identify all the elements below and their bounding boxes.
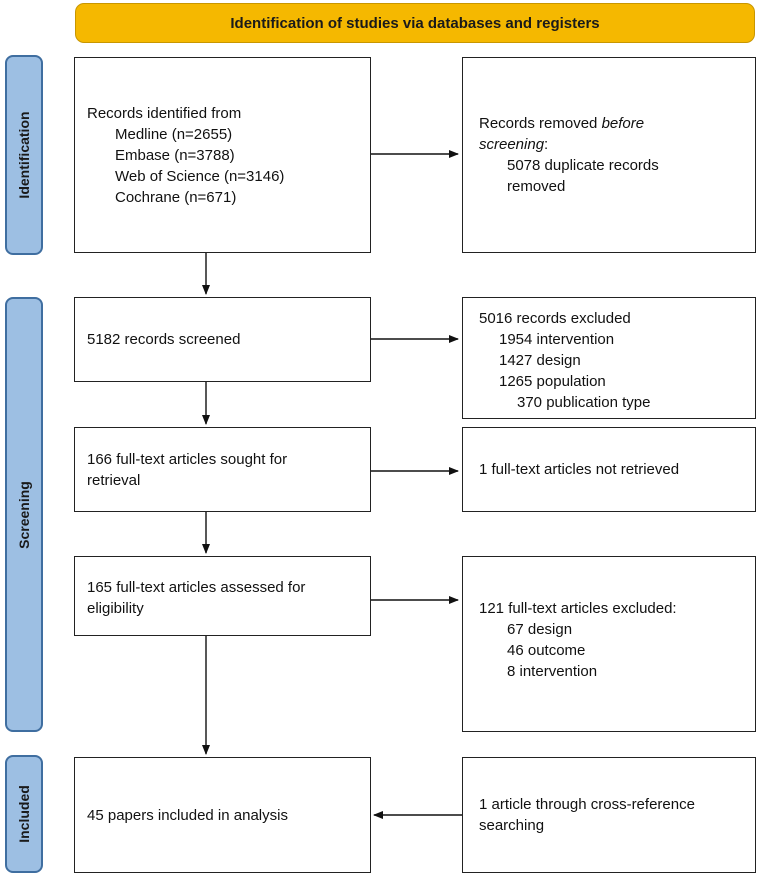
source-medline: Medline (n=2655) xyxy=(115,125,233,143)
records-removed-heading: Records removed before xyxy=(479,113,743,134)
included-analysis-text: 45 papers included in analysis xyxy=(87,806,288,824)
cross-reference-line-2: searching xyxy=(479,817,545,834)
fulltext-excluded-heading: 121 full-text articles excluded: xyxy=(479,600,677,617)
identification-header: Identification of studies via databases … xyxy=(75,3,755,43)
fulltext-excluded-box: 121 full-text articles excluded: 67 desi… xyxy=(462,556,756,732)
source-embase: Embase (n=3788) xyxy=(115,146,235,164)
phase-included: Included xyxy=(5,755,43,873)
duplicate-records-line: 5078 duplicate records xyxy=(507,157,659,174)
cross-reference-line-1: 1 article through cross-reference xyxy=(479,796,695,813)
records-removed-emphasis-2: screening xyxy=(479,136,545,153)
records-removed-heading-2: screening: xyxy=(479,134,743,155)
records-removed-colon: : xyxy=(544,136,549,153)
sought-retrieval-line-2: retrieval xyxy=(87,472,141,489)
records-identified-box: Records identified from Medline (n=2655)… xyxy=(74,57,371,253)
fulltext-excluded-design: 67 design xyxy=(507,621,573,638)
sought-retrieval-line-1: 166 full-text articles sought for xyxy=(87,451,288,468)
source-cochrane: Cochrane (n=671) xyxy=(115,188,237,206)
assessed-eligibility-line-1: 165 full-text articles assessed for xyxy=(87,579,306,596)
excluded-publication-type: 370 publication type xyxy=(517,394,651,411)
assessed-eligibility-line-2: eligibility xyxy=(87,600,144,617)
records-removed-box: Records removed before screening: 5078 d… xyxy=(462,57,756,253)
phase-identification: Identification xyxy=(5,55,43,255)
records-excluded-heading: 5016 records excluded xyxy=(479,310,631,327)
fulltext-excluded-intervention: 8 intervention xyxy=(507,663,598,680)
not-retrieved-box: 1 full-text articles not retrieved xyxy=(462,427,756,512)
excluded-population: 1265 population xyxy=(499,373,606,390)
records-removed-prefix: Records removed xyxy=(479,115,602,132)
records-removed-emphasis: before xyxy=(601,115,645,132)
source-web-of-science: Web of Science (n=3146) xyxy=(115,167,285,185)
fulltext-excluded-outcome: 46 outcome xyxy=(507,642,586,659)
excluded-intervention: 1954 intervention xyxy=(499,331,615,348)
included-analysis-box: 45 papers included in analysis xyxy=(74,757,371,873)
records-excluded-box: 5016 records excluded 1954 intervention … xyxy=(462,297,756,419)
phase-screening: Screening xyxy=(5,297,43,732)
not-retrieved-text: 1 full-text articles not retrieved xyxy=(479,461,680,478)
records-identified-heading: Records identified from xyxy=(87,104,242,122)
cross-reference-box: 1 article through cross-reference search… xyxy=(462,757,756,873)
sought-retrieval-box: 166 full-text articles sought for retrie… xyxy=(74,427,371,512)
records-screened-text: 5182 records screened xyxy=(87,331,241,348)
duplicate-removed-line: removed xyxy=(507,178,566,195)
excluded-design: 1427 design xyxy=(499,352,581,369)
records-screened-box: 5182 records screened xyxy=(74,297,371,382)
assessed-eligibility-box: 165 full-text articles assessed for elig… xyxy=(74,556,371,636)
